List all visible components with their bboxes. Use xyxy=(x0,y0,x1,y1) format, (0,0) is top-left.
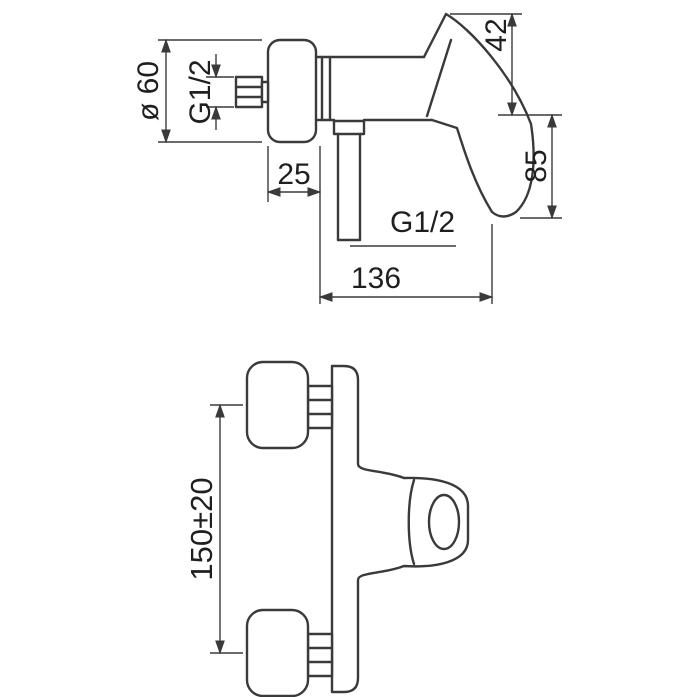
label-handle-height: 42 xyxy=(480,18,513,51)
dim-flange-diameter xyxy=(158,38,262,144)
dim-inlet-spacing xyxy=(210,403,243,655)
label-flange-depth: 25 xyxy=(277,158,310,191)
inlet-nut-side xyxy=(234,75,270,109)
wall-flange-top-front xyxy=(245,360,310,450)
side-view-faucet-outline xyxy=(234,12,535,242)
lever-joint-line xyxy=(425,38,453,118)
lever-handle-side xyxy=(422,12,535,218)
front-view-labels: 150±20 xyxy=(184,477,219,580)
label-inlet-thread: G1/2 xyxy=(184,59,217,124)
label-flange-diameter: ø 60 xyxy=(132,61,165,121)
label-drop-height: 85 xyxy=(520,149,553,182)
lever-joint-line-front xyxy=(407,478,416,566)
label-outlet-thread: G1/2 xyxy=(390,206,455,239)
side-view-dimensions xyxy=(158,12,562,304)
inlet-nut-top-front xyxy=(306,384,334,430)
dim-inlet-thread xyxy=(206,54,234,130)
outlet-pipe-side xyxy=(332,119,366,242)
mixer-body-side xyxy=(314,55,434,122)
lever-end-front xyxy=(427,493,461,551)
inlet-nut-bottom-front xyxy=(306,632,334,678)
dim-flange-depth xyxy=(266,146,322,202)
dim-drop-height xyxy=(520,113,562,220)
wall-flange-side xyxy=(266,38,318,144)
label-inlet-spacing: 150±20 xyxy=(184,477,219,580)
label-overall-depth: 136 xyxy=(351,262,401,295)
wall-flange-bottom-front xyxy=(245,608,310,697)
side-view: ø 60 G1/2 42 25 85 G1/2 136 xyxy=(132,12,562,304)
front-view: 150±20 xyxy=(184,360,470,697)
front-view-faucet-outline xyxy=(245,360,470,697)
front-view-dimensions xyxy=(210,403,243,655)
mixer-body-front xyxy=(330,364,470,694)
dim-overall-depth xyxy=(318,146,494,304)
side-view-labels: ø 60 G1/2 42 25 85 G1/2 136 xyxy=(132,18,553,295)
